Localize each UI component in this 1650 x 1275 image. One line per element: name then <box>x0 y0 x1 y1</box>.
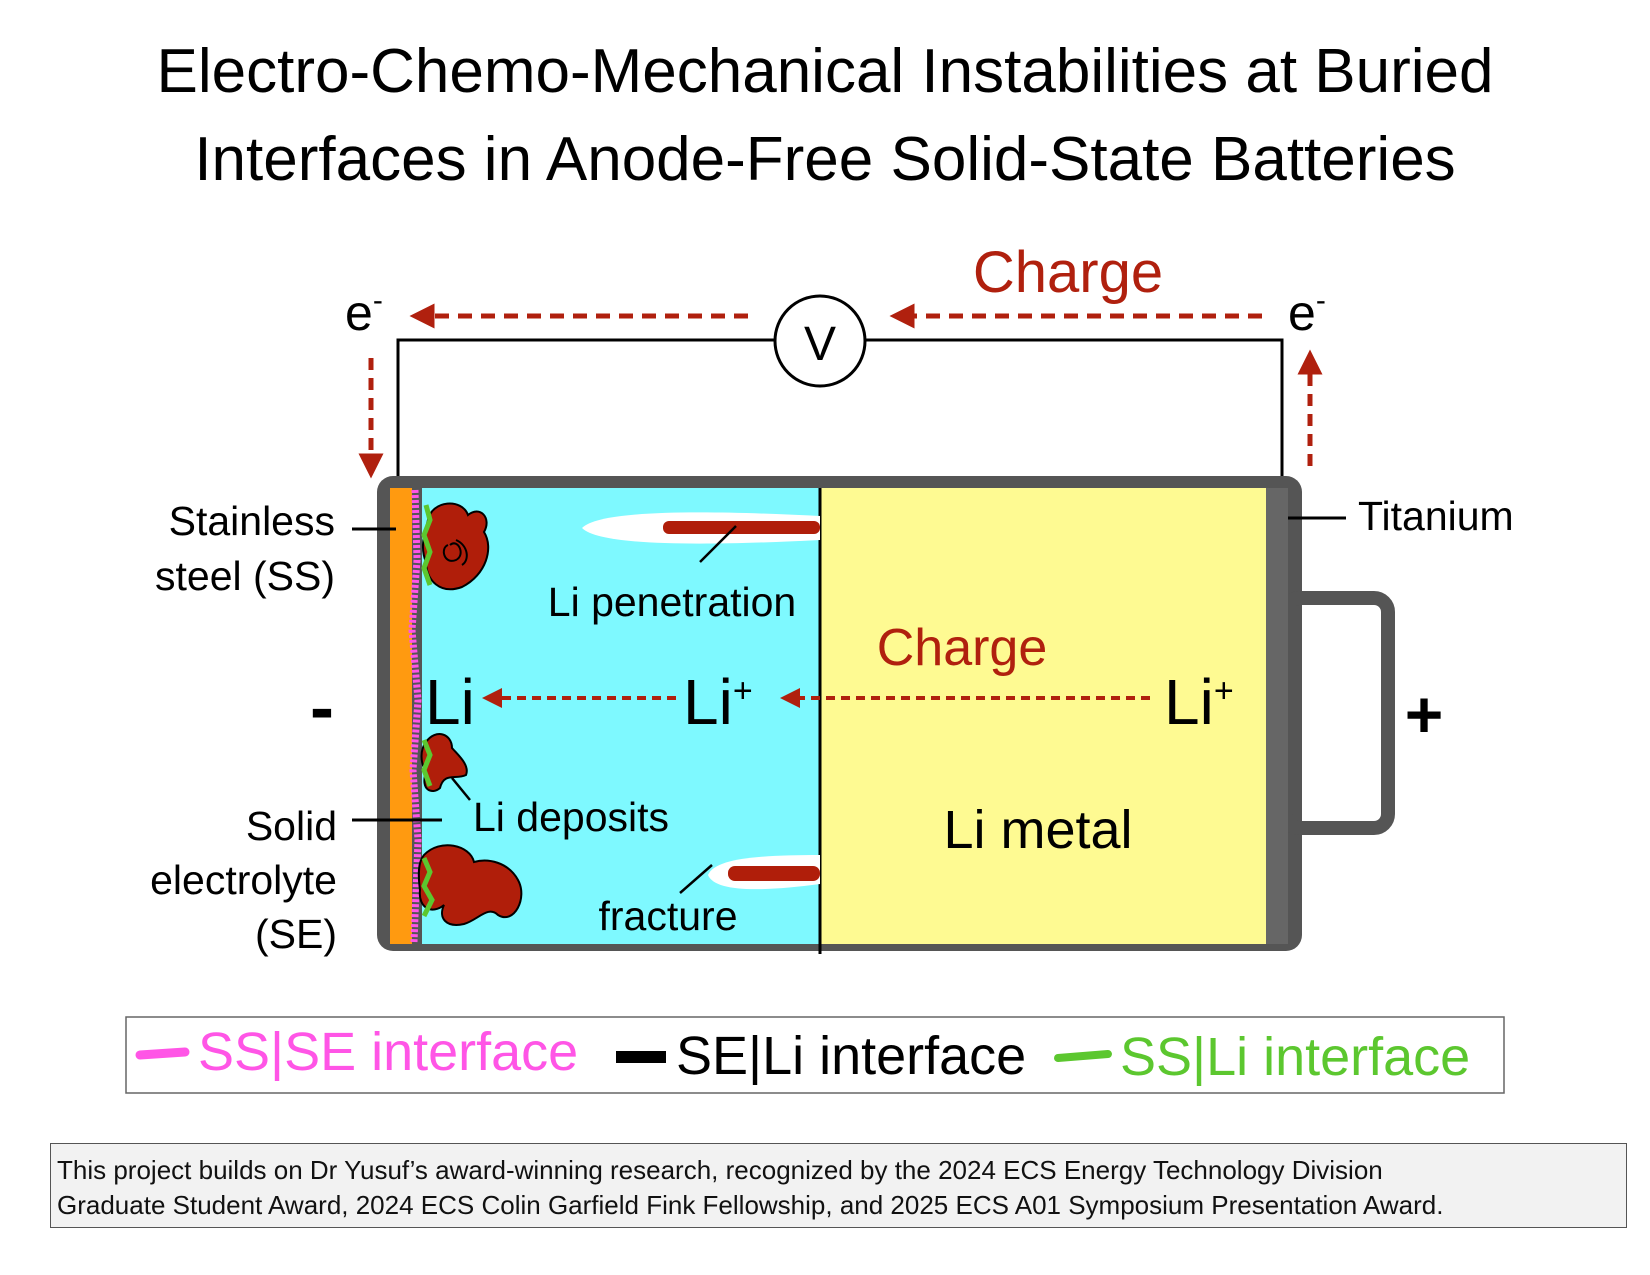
li-label: Li <box>425 666 475 738</box>
li-metal-label: Li metal <box>943 800 1132 860</box>
solid-electrolyte-label-line-2: electrolyte <box>150 857 337 903</box>
stainless-steel-collector <box>390 488 412 944</box>
li-deposits-label: Li deposits <box>473 794 669 840</box>
title-line-1: Electro-Chemo-Mechanical Instabilities a… <box>156 37 1493 106</box>
li-penetration-pointer <box>699 525 737 563</box>
ss-li-interface-middle <box>421 739 433 787</box>
award-note: This project builds on Dr Yusuf’s award-… <box>50 1143 1627 1228</box>
legend-swatch-se-li <box>616 1051 666 1063</box>
li-ion-label-middle: Li+ <box>683 666 753 738</box>
li-ion-label-right: Li+ <box>1164 666 1234 738</box>
voltmeter-label: V <box>804 318 836 371</box>
award-note-line-2: Graduate Student Award, 2024 ECS Colin G… <box>57 1190 1444 1220</box>
titanium-current-collector <box>1266 488 1288 944</box>
award-note-line-1: This project builds on Dr Yusuf’s award-… <box>57 1155 1383 1185</box>
solid-electrolyte-label-line-3: (SE) <box>255 911 337 957</box>
li-deposit-top-detail <box>442 539 468 566</box>
fracture-label: fracture <box>599 893 738 939</box>
legend-box <box>125 1016 1505 1094</box>
stainless-steel-label-line-2: steel (SS) <box>155 553 335 599</box>
voltmeter <box>773 294 867 388</box>
charge-label-top: Charge <box>973 240 1163 305</box>
title-line-2: Interfaces in Anode-Free Solid-State Bat… <box>194 125 1455 194</box>
electron-label-right: e- <box>1288 284 1326 341</box>
positive-terminal-label: + <box>1405 677 1444 751</box>
li-penetration-label: Li penetration <box>548 579 796 625</box>
legend-swatch-ss-se <box>135 1047 190 1060</box>
fracture-filament <box>728 866 820 881</box>
li-deposits-pointer <box>451 777 471 801</box>
titanium-label: Titanium <box>1358 493 1514 539</box>
legend-label-se-li: SE|Li interface <box>676 1026 1026 1086</box>
li-metal-region <box>820 488 1266 944</box>
ss-li-interface-bottom <box>421 857 435 918</box>
legend-label-ss-se: SS|SE interface <box>198 1022 578 1082</box>
fracture-pointer <box>679 864 713 894</box>
legend-label-ss-li: SS|Li interface <box>1120 1027 1470 1087</box>
negative-terminal-label: - <box>310 668 334 748</box>
charge-label-inner: Charge <box>877 619 1048 677</box>
ss-se-interface-line <box>408 489 422 943</box>
legend-swatch-ss-li <box>1054 1050 1112 1062</box>
stainless-steel-label-line-1: Stainless <box>169 498 335 544</box>
li-penetration-filament <box>663 521 820 534</box>
electron-label-left: e- <box>345 284 383 341</box>
ss-li-interface-top <box>421 504 433 586</box>
li-deposit-bottom <box>417 844 523 926</box>
solid-electrolyte-label-line-1: Solid <box>246 803 337 849</box>
